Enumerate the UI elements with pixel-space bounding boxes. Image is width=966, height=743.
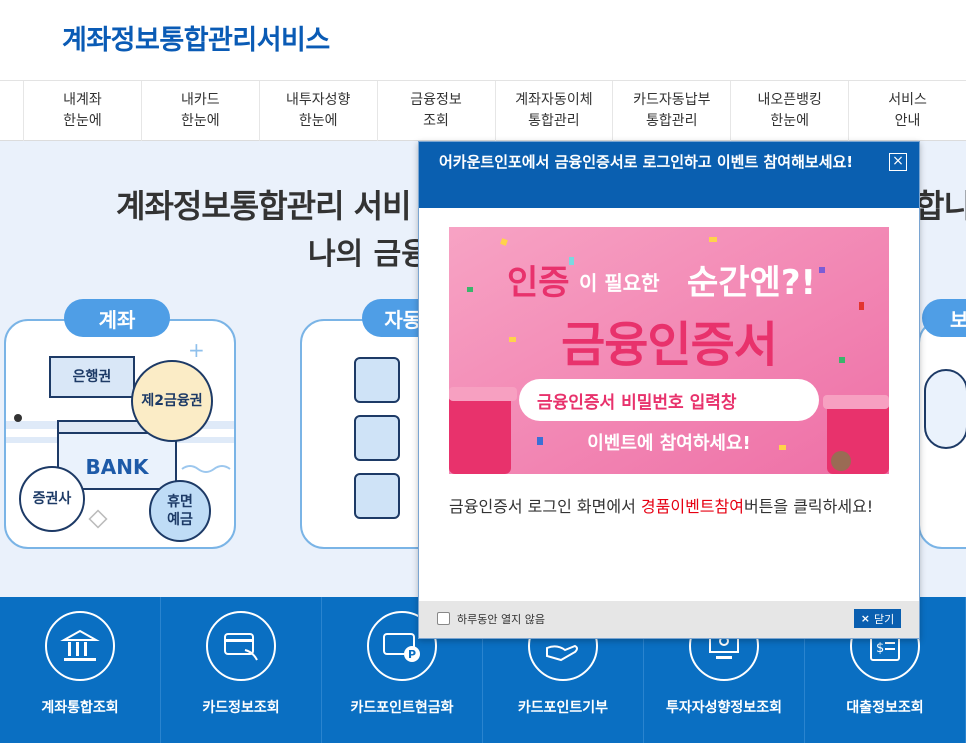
bubble-dormant-deposit: 휴면 예금 [167, 494, 193, 528]
bubble-2nd-financial: 제2금융권 [141, 393, 203, 409]
nav-item-card-auto-pay[interactable]: 카드자동납부 통합관리 [612, 81, 730, 141]
svg-text:+: + [188, 338, 205, 362]
quick-label: 카드포인트현금화 [350, 700, 454, 716]
popup-message-part2: 버튼을 클릭하세요! [743, 497, 874, 516]
banner-decoration-icon [449, 227, 889, 474]
document-search-icon [354, 357, 400, 403]
popup-title: 어카운트인포에서 금융인증서로 로그인하고 이벤트 참여해보세요! [419, 142, 919, 208]
close-icon: × [860, 612, 870, 625]
quick-label: 대출정보조회 [846, 700, 924, 716]
bank-building-icon [45, 611, 115, 681]
svg-text:P: P [408, 648, 416, 661]
quick-label: 카드포인트기부 [517, 700, 609, 716]
insurance-card-tab[interactable]: 보 [922, 299, 966, 337]
svg-text:$: $ [876, 641, 884, 656]
bubble-securities: 증권사 [32, 491, 72, 507]
event-popup: 어카운트인포에서 금융인증서로 로그인하고 이벤트 참여해보세요! × [418, 141, 920, 639]
nav-item-my-cards[interactable]: 내카드 한눈에 [140, 81, 259, 141]
money-bag-icon [924, 369, 966, 449]
bank-illustration-icon: + [6, 338, 234, 542]
bank-sign: BANK [85, 455, 149, 479]
nav-item-my-accounts[interactable]: 내계좌 한눈에 [23, 81, 141, 141]
popup-message-part1: 금융인증서 로그인 화면에서 [449, 497, 641, 516]
bubble-bank: 은행권 [72, 369, 112, 385]
banner-headline-auth: 인증 [507, 263, 570, 303]
dont-show-today-checkbox[interactable] [437, 612, 450, 625]
quick-account-inquiry[interactable]: 계좌통합조회 [0, 597, 161, 743]
nav-item-financial-info[interactable]: 금융정보 조회 [376, 81, 495, 141]
banner-pill-suffix: 에서 [777, 395, 809, 415]
popup-footer: 하루동안 열지 않음 × 닫기 [419, 601, 919, 638]
nav-item-service-guide[interactable]: 서비스 안내 [848, 81, 966, 141]
banner-join-event: 이벤트에 참여하세요! [587, 433, 751, 454]
popup-message-highlight: 경품이벤트참여 [640, 497, 744, 516]
nav-item-open-banking[interactable]: 내오픈뱅킹 한눈에 [730, 81, 848, 141]
popup-close-button[interactable]: × 닫기 [854, 609, 901, 628]
quick-card-point-cash[interactable]: P 카드포인트현금화 [322, 597, 483, 743]
insurance-card[interactable] [918, 319, 966, 549]
main-nav: 내계좌 한눈에 내카드 한눈에 내투자성향 한눈에 금융정보 조회 계좌자동이체… [0, 80, 966, 141]
nav-item-auto-transfer[interactable]: 계좌자동이체 통합관리 [494, 81, 613, 141]
account-card-tab[interactable]: 계좌 [64, 299, 170, 337]
hero-title-tail: 합니 [915, 187, 966, 225]
popup-message: 금융인증서 로그인 화면에서 경품이벤트참여버튼을 클릭하세요! [449, 494, 889, 520]
popup-close-x-button[interactable]: × [889, 153, 907, 171]
card-point-icon: P [367, 611, 437, 681]
account-card[interactable]: + 은행권 제2금융권 BANK 증권사 휴면 예금 [4, 319, 236, 549]
popup-close-label: 닫기 [873, 612, 895, 626]
site-title[interactable]: 계좌정보통합관리서비스 [62, 25, 330, 56]
dont-show-today-label[interactable]: 하루동안 열지 않음 [457, 613, 545, 626]
event-banner[interactable]: 인증 이 필요한 순간엔?! 금융인증서 금융인증서 비밀번호 입력창 에서 이… [449, 227, 889, 474]
piggy-bank-icon [354, 473, 400, 519]
quick-label: 계좌통합조회 [41, 700, 119, 716]
banner-password-pill: 금융인증서 비밀번호 입력창 [537, 392, 737, 413]
hero-subtitle: 나의 금융 [308, 237, 429, 272]
nav-item-investment-profile[interactable]: 내투자성향 한눈에 [258, 81, 377, 141]
banner-certificate-title: 금융인증서 [561, 317, 778, 373]
quick-label: 투자자성향정보조회 [666, 700, 782, 716]
quick-label: 카드정보조회 [202, 700, 280, 716]
banner-headline-moment: 순간엔?! [687, 263, 817, 303]
site-header: 계좌정보통합관리서비스 [0, 0, 966, 80]
hero-title: 계좌정보통합관리 서비 [116, 187, 412, 225]
quick-card-inquiry[interactable]: 카드정보조회 [161, 597, 322, 743]
currency-exchange-icon [354, 415, 400, 461]
card-hand-icon [206, 611, 276, 681]
banner-headline-needed: 이 필요한 [579, 271, 660, 295]
